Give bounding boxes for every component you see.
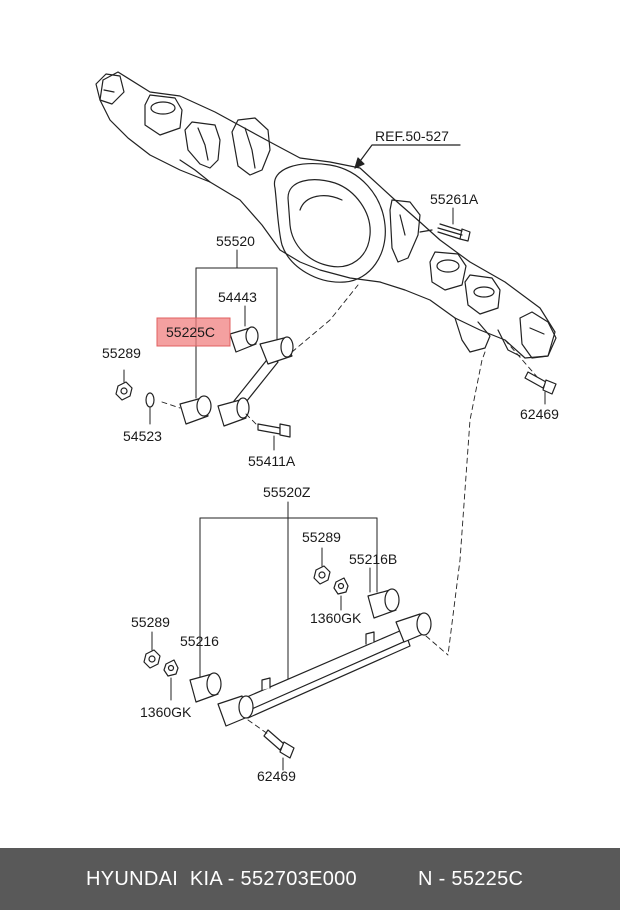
bolt-55261a	[437, 223, 471, 242]
label-62469-upper: 62469	[520, 406, 559, 422]
label-54523: 54523	[123, 428, 162, 444]
washer-54523	[145, 392, 155, 408]
label-55261a: 55261A	[430, 191, 479, 207]
label-54443: 54443	[218, 289, 257, 305]
footer-position-number: N - 55225C	[418, 867, 524, 890]
bushing-55216	[189, 672, 222, 703]
label-55289-lower: 55289	[131, 614, 170, 630]
bushing-54443	[229, 326, 259, 353]
bushing-55216b	[367, 588, 400, 619]
footer-brand-partnumber: HYUNDAI KIA - 552703E000	[86, 867, 357, 890]
label-55289-mid: 55289	[302, 529, 341, 545]
nut-55289-mid	[313, 565, 331, 585]
washer-1360gk-lower	[163, 659, 179, 677]
lower-arm-55520z	[217, 612, 432, 727]
nut-55289-upper	[115, 381, 133, 401]
bolt-62469-upper	[524, 371, 557, 395]
label-1360gk-mid: 1360GK	[310, 610, 362, 626]
footer-bar: HYUNDAI KIA - 552703E000 N - 55225C	[0, 848, 620, 910]
nut-55289-lower	[143, 649, 161, 669]
bolt-55411a	[257, 423, 291, 438]
bolt-62469-lower	[263, 729, 295, 759]
label-55520z: 55520Z	[263, 484, 311, 500]
ref-leader	[354, 144, 461, 169]
label-55225c: 55225C	[166, 324, 215, 340]
highlight-box	[156, 317, 231, 347]
rear-axle-housing	[95, 71, 557, 359]
label-55289-upper: 55289	[102, 345, 141, 361]
label-55216b: 55216B	[349, 551, 397, 567]
washer-1360gk-mid	[333, 577, 349, 595]
label-55216: 55216	[180, 633, 219, 649]
label-55411a: 55411A	[248, 453, 296, 469]
label-55520: 55520	[216, 233, 255, 249]
label-1360gk-lower: 1360GK	[140, 704, 192, 720]
ref-label: REF.50-527	[375, 128, 449, 144]
upper-arm-55520	[217, 336, 294, 427]
label-62469-lower: 62469	[257, 768, 296, 784]
bushing-55225c	[179, 395, 212, 425]
parts-diagram: REF.50-527 55261A 55520 54443 55225C 552…	[95, 71, 559, 784]
